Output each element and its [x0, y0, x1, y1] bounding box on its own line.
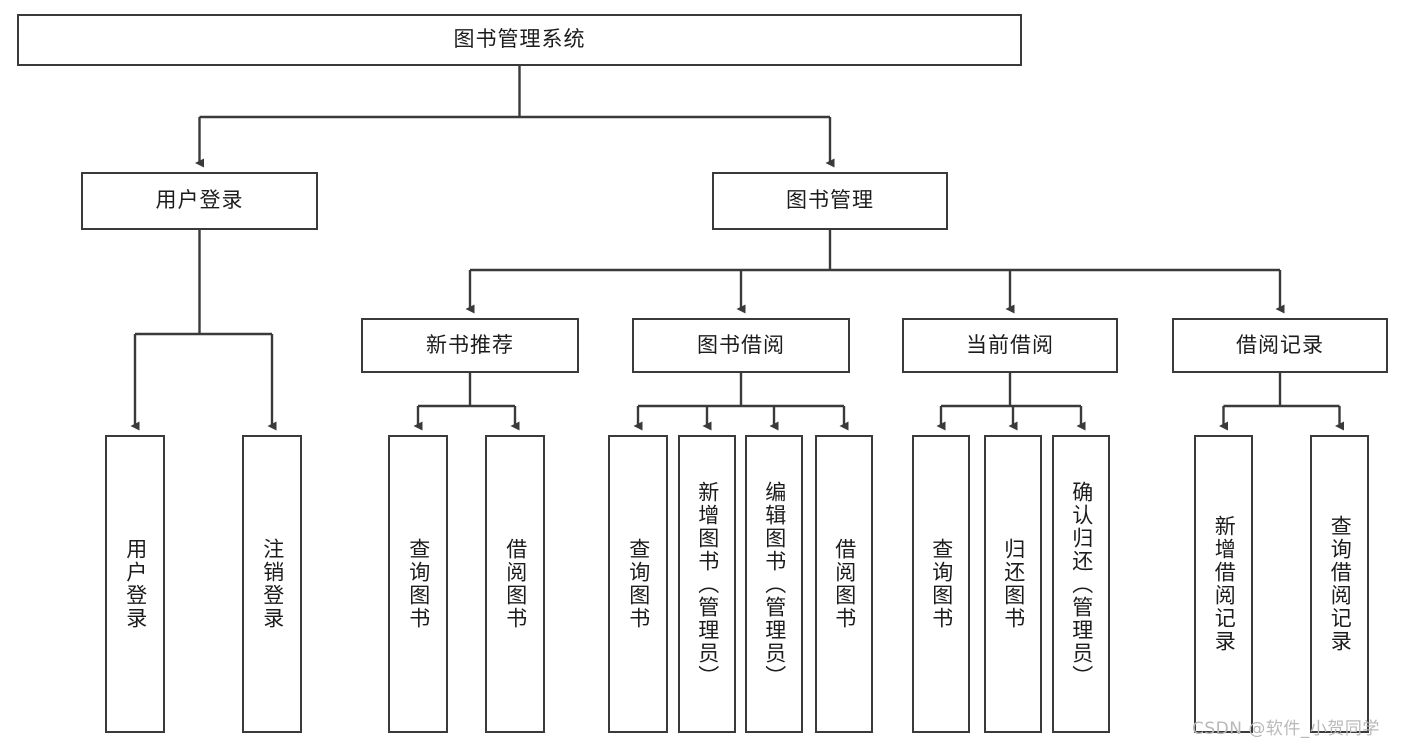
- watermark-text: CSDN @软件_小贺同学: [1192, 719, 1380, 739]
- node-label: 当前借阅: [966, 332, 1054, 357]
- leaf-node-6: 编辑图书（管理员）: [745, 435, 803, 733]
- node-label: 查询图书: [406, 538, 431, 630]
- root-node-0: 图书管理系统: [17, 14, 1022, 66]
- node-label: 新增图书（管理员）: [695, 480, 720, 688]
- node-label: 图书借阅: [697, 332, 785, 357]
- level3-node-0: 新书推荐: [361, 318, 579, 373]
- node-label: 新书推荐: [426, 332, 514, 357]
- node-label: 注销登录: [260, 538, 285, 630]
- leaf-node-12: 查询借阅记录: [1310, 435, 1369, 733]
- level3-node-1: 图书借阅: [632, 318, 850, 373]
- node-label: 编辑图书（管理员）: [762, 480, 787, 688]
- leaf-node-7: 借阅图书: [815, 435, 873, 733]
- leaf-node-9: 归还图书: [984, 435, 1042, 733]
- node-label: 图书管理系统: [453, 27, 586, 52]
- node-label: 借阅图书: [832, 538, 857, 630]
- level2-node-0: 用户登录: [81, 172, 318, 230]
- node-label: 用户登录: [123, 538, 148, 630]
- level2-node-1: 图书管理: [712, 172, 948, 230]
- leaf-node-11: 新增借阅记录: [1194, 435, 1253, 733]
- node-label: 查询图书: [929, 538, 954, 630]
- node-label: 用户登录: [155, 188, 244, 213]
- leaf-node-1: 注销登录: [242, 435, 302, 733]
- leaf-node-3: 借阅图书: [485, 435, 545, 733]
- node-label: 确认归还（管理员）: [1069, 480, 1094, 688]
- node-label: 借阅图书: [503, 538, 528, 630]
- level3-node-3: 借阅记录: [1172, 318, 1388, 373]
- node-label: 图书管理: [786, 188, 874, 213]
- leaf-node-2: 查询图书: [388, 435, 448, 733]
- connector-lines: [130, 66, 1344, 431]
- leaf-node-10: 确认归还（管理员）: [1052, 435, 1110, 733]
- node-label: 归还图书: [1001, 538, 1026, 630]
- node-label: 查询图书: [626, 538, 651, 630]
- node-label: 查询借阅记录: [1328, 515, 1353, 653]
- leaf-node-4: 查询图书: [608, 435, 668, 733]
- node-label: 新增借阅记录: [1212, 515, 1237, 653]
- level3-node-2: 当前借阅: [902, 318, 1118, 373]
- node-label: 借阅记录: [1236, 332, 1324, 357]
- leaf-node-5: 新增图书（管理员）: [678, 435, 736, 733]
- leaf-node-0: 用户登录: [105, 435, 165, 733]
- leaf-node-8: 查询图书: [912, 435, 970, 733]
